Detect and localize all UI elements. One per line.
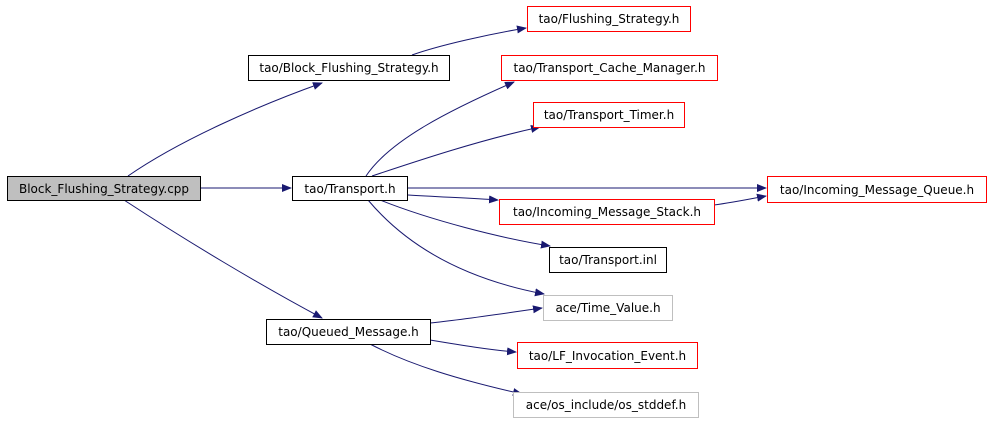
node-ace-time-value-h[interactable]: ace/Time_Value.h [543, 295, 673, 321]
edge-queued-message-to-os-stddef [369, 343, 523, 396]
node-tao-transport-h[interactable]: tao/Transport.h [292, 176, 408, 201]
node-tao-transport-timer-h[interactable]: tao/Transport_Timer.h [533, 102, 685, 128]
node-tao-transport-inl[interactable]: tao/Transport.inl [549, 247, 667, 273]
edge-cpp-to-block-flushing-strategy [127, 82, 323, 177]
edge-block-flushing-to-flushing-strategy [411, 25, 527, 56]
node-tao-block-flushing-strategy-h[interactable]: tao/Block_Flushing_Strategy.h [248, 55, 450, 81]
node-ace-os-include-os-stddef-h[interactable]: ace/os_include/os_stddef.h [513, 392, 699, 418]
node-tao-incoming-message-stack-h[interactable]: tao/Incoming_Message_Stack.h [499, 199, 715, 225]
edge-transport-to-cache-manager [365, 81, 515, 177]
node-tao-transport-cache-manager-h[interactable]: tao/Transport_Cache_Manager.h [501, 55, 718, 81]
node-block-flushing-strategy-cpp[interactable]: Block_Flushing_Strategy.cpp [7, 176, 201, 201]
edge-incoming-stack-to-incoming-queue [713, 193, 767, 206]
node-tao-flushing-strategy-h[interactable]: tao/Flushing_Strategy.h [527, 6, 691, 32]
edge-transport-to-timer [371, 124, 541, 177]
node-tao-incoming-message-queue-h[interactable]: tao/Incoming_Message_Queue.h [767, 176, 987, 203]
edge-transport-to-time-value [367, 199, 545, 297]
edge-queued-message-to-time-value [429, 305, 543, 324]
edge-cpp-to-queued-message [123, 199, 323, 319]
edge-transport-to-transport-inl [379, 199, 551, 249]
edge-queued-message-to-lf-invocation [429, 339, 517, 356]
edge-transport-to-incoming-stack [407, 194, 499, 204]
node-tao-queued-message-h[interactable]: tao/Queued_Message.h [266, 319, 431, 345]
node-tao-lf-invocation-event-h[interactable]: tao/LF_Invocation_Event.h [517, 342, 698, 369]
